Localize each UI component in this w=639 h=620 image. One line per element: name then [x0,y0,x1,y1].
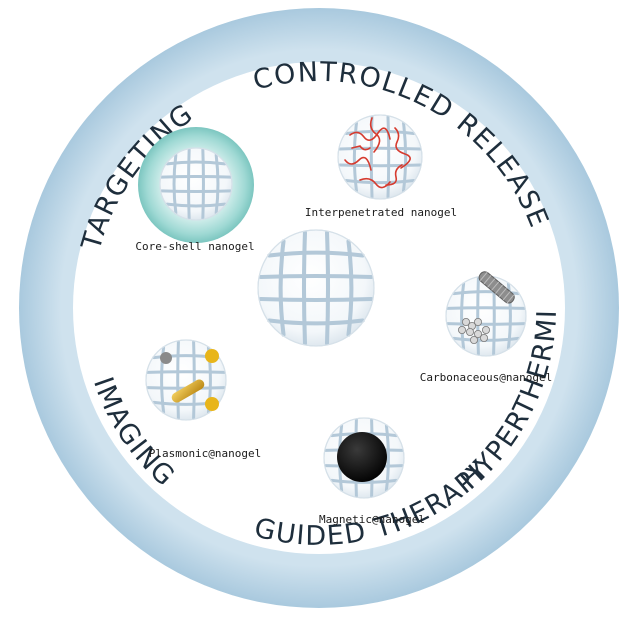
fullerene [461,317,470,326]
polymer-chain [394,127,411,169]
fullerene [457,325,466,334]
sphere-plasmonic [145,339,227,421]
polymer-chain [349,127,391,141]
fullerene [473,317,482,326]
magnetic-core [337,432,387,482]
sphere-central [257,229,375,347]
polymer-chain [359,177,391,189]
sphere-magnetic [323,417,405,499]
label-core-shell: Core-shell nanogel [135,240,255,253]
fullerene [465,327,474,336]
polymer-chain [344,156,372,171]
label-plasmonic: Plasmonic@nanogel [148,447,262,460]
label-interpenetrated: Interpenetrated nanogel [304,206,458,219]
label-carbonaceous: Carbonaceous@nanogel [419,371,553,384]
fullerene [473,329,482,338]
fullerene [481,325,490,334]
label-magnetic: Magnetic@nanogel [319,513,425,526]
fullerene [469,335,478,344]
sphere-interpenetrated [337,114,423,200]
gold-nanoparticle [205,397,219,411]
silver-particle [160,352,172,364]
sphere-carbonaceous [445,271,527,357]
gold-nanoparticle [205,349,219,363]
polymer-chain [351,145,371,151]
fullerene [479,333,488,342]
polymer-chain [369,117,381,153]
sphere-core-shell [159,147,233,221]
polymer-chain [385,164,403,186]
gold-nanorod [171,379,205,403]
